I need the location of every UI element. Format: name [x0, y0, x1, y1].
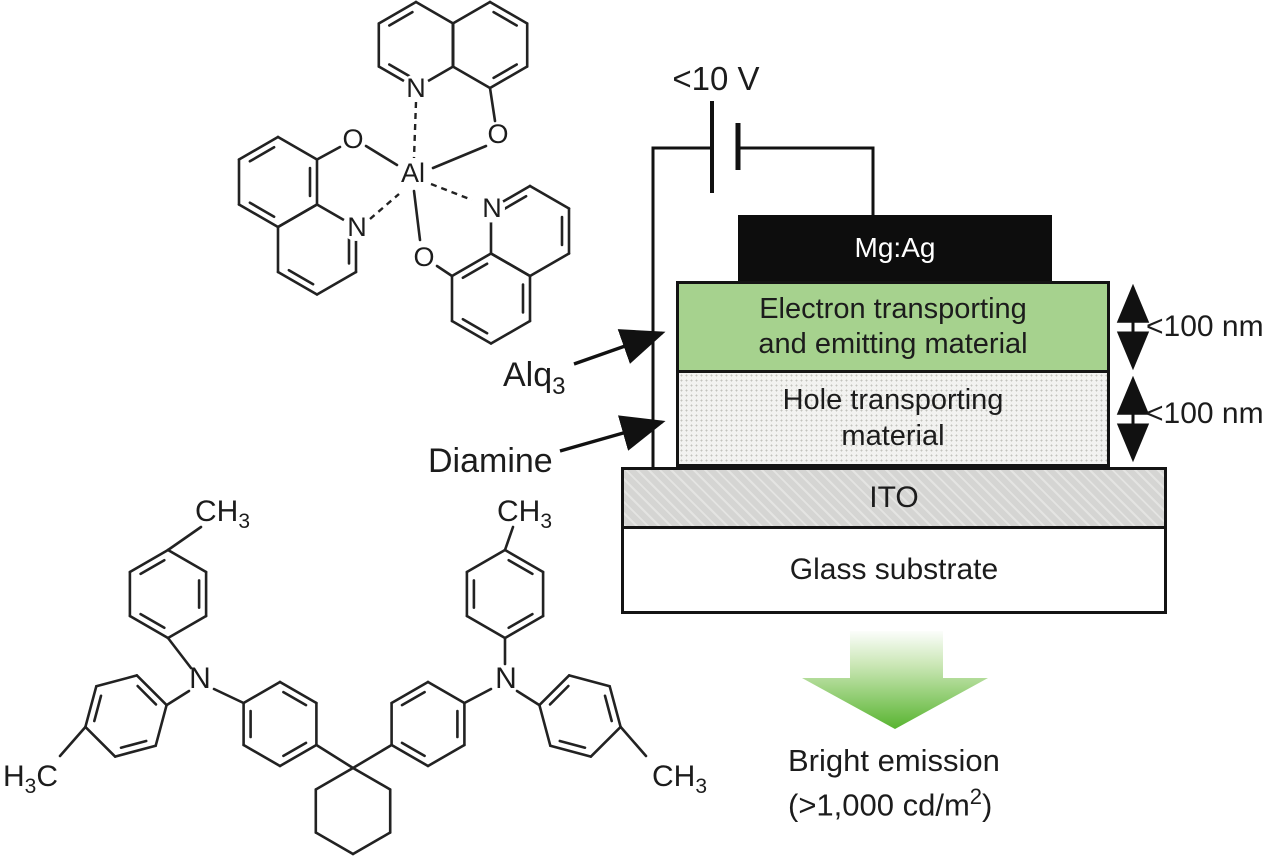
bond-al-o-bottom [412, 189, 422, 242]
layer-label: Mg:Ag [854, 231, 936, 263]
bond-n-left-down [165, 689, 191, 707]
methyl-label: H3C [3, 760, 58, 798]
nitrogen-label: N [495, 662, 517, 695]
layer-label-line1: Hole transporting [782, 384, 1004, 417]
bond-o-c-bottom [435, 264, 454, 278]
methyl-label: CH3 [652, 760, 707, 798]
emission-caption-line1: Bright emission [788, 743, 1000, 778]
bond-phenylene-left-c [315, 743, 355, 770]
bond-ch3-lower-right [619, 725, 648, 758]
bond-ch3-upper-right [503, 525, 515, 552]
diamine-cyclohexane-ring [314, 766, 392, 856]
layer-hole-transport: Hole transporting material [676, 373, 1110, 467]
oxygen-label: O [413, 242, 434, 272]
bond-ch3-upper-left [166, 525, 203, 552]
diamine-pointer-arrow [559, 415, 666, 453]
diamine-right-phenylene-ring [390, 680, 466, 768]
diamine-molecule: N N CH3 CH3 H3C CH3 [3, 495, 707, 856]
alq3-label: Alq3 [503, 356, 566, 400]
n2-mask [342, 213, 370, 241]
emission-caption-line2: (>1,000 cd/m2) [788, 783, 993, 822]
bond-n-left-up [166, 636, 193, 670]
bond-o-al-left [364, 144, 399, 167]
n3-mask [477, 194, 505, 223]
alq3-quinoline1-benzene-ring [451, 0, 529, 90]
nitrogen-label: N [482, 193, 502, 223]
bond-c-o-left [315, 145, 342, 161]
bond-phenylene-right-c [351, 743, 393, 770]
bond-n-al-left-dashed [369, 193, 400, 220]
diamine-label: Diamine [428, 442, 553, 480]
bond-h3c-lower-left [58, 725, 87, 758]
alq3-molecule: N N N O O O Al [237, 0, 571, 345]
thickness-label-htl: <100 nm [1146, 397, 1264, 430]
methyl-label: CH3 [195, 495, 250, 533]
bond-o-al-top [431, 144, 488, 170]
layer-label-line2: and emitting material [758, 328, 1028, 360]
nitrogen-label: N [406, 73, 426, 103]
aluminum-label: Al [401, 158, 425, 188]
n1-mask [402, 74, 430, 102]
layer-glass-substrate: Glass substrate [621, 529, 1167, 614]
bond-al-n-right-dashed [430, 182, 473, 202]
voltage-label: <10 V [672, 60, 760, 97]
layer-label: Glass substrate [789, 552, 999, 586]
nitrogen-label: N [347, 212, 367, 242]
bond-c-o-top [488, 86, 497, 123]
layer-label: ITO [869, 480, 919, 514]
bond-n-al-top-dashed [412, 101, 418, 159]
emission-arrow [802, 631, 988, 729]
diamine-lower-left-tolyl-ring [84, 674, 168, 758]
alq3-pointer-arrow [573, 329, 666, 366]
layer-label-line1: Electron transporting [759, 292, 1027, 325]
alq3-quinoline3-benzene-ring [450, 252, 532, 345]
bond-n-left-phenylene [212, 687, 245, 705]
emission-caption: Bright emission (>1,000 cd/m2) [788, 740, 1000, 825]
diamine-upper-right-tolyl-ring [465, 548, 545, 640]
thickness-label-etl: <100 nm [1146, 310, 1264, 343]
layer-cathode-mgag: Mg:Ag [738, 215, 1052, 281]
layer-electron-transport: Electron transporting and emitting mater… [676, 281, 1110, 373]
alq3-quinoline2-pyridine-ring [276, 203, 358, 296]
layer-ito-anode: ITO [621, 467, 1167, 529]
oxygen-label: O [342, 124, 363, 154]
layer-label-line2: material [841, 419, 945, 452]
alq3-quinoline2-benzene-ring [237, 135, 319, 229]
diamine-left-phenylene-ring [242, 680, 318, 768]
wire-right [738, 146, 875, 216]
alq3-quinoline3-pyridine-ring [489, 184, 571, 278]
bond-n-right-phenylene [463, 687, 493, 705]
oxygen-label: O [487, 119, 508, 149]
bond-n-right-down [515, 689, 541, 707]
nitrogen-label: N [189, 662, 211, 695]
methyl-label: CH3 [497, 495, 552, 533]
diamine-lower-right-tolyl-ring [538, 674, 622, 758]
diamine-upper-left-tolyl-ring [128, 548, 208, 640]
